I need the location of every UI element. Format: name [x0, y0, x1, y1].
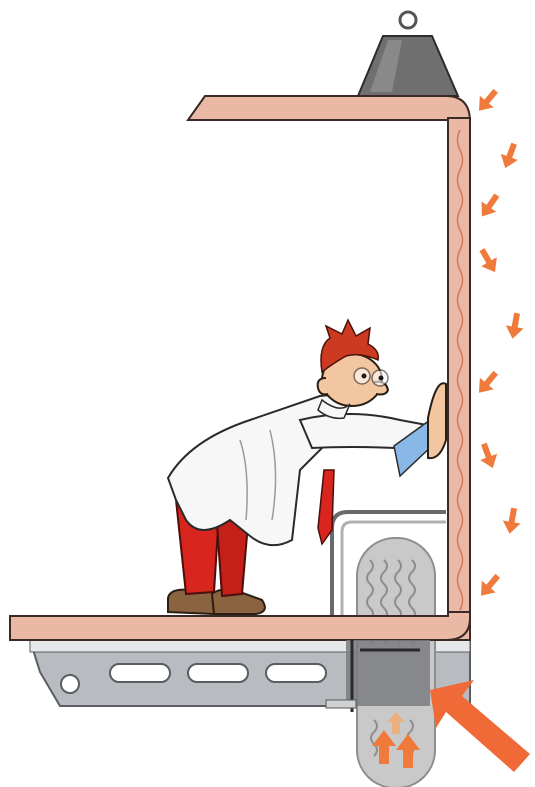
heat-arrow-icon	[474, 245, 503, 277]
heat-arrow-icon	[504, 312, 526, 341]
rail-slot	[266, 664, 326, 682]
panel-floor	[10, 612, 470, 640]
panel-roof	[188, 96, 470, 130]
rail-hole	[61, 675, 79, 693]
eye	[379, 376, 384, 381]
big-arrow-shape	[430, 680, 530, 772]
heat-arrow-icon	[472, 85, 503, 116]
hand	[428, 383, 446, 458]
big-arrow-icon	[430, 680, 530, 772]
heat-arrow-icon	[474, 570, 505, 601]
weight-icon	[358, 12, 458, 96]
eye	[362, 374, 367, 379]
heat-arrow-icon	[501, 507, 523, 536]
heat-arrow-icon	[472, 367, 503, 398]
weight-ring	[400, 12, 416, 28]
heat-arrow-icon	[475, 441, 501, 472]
heat-arrow-icon	[475, 190, 505, 222]
panel-wall	[448, 118, 470, 640]
heat-arrow-icon	[497, 141, 523, 172]
bracket-foot	[326, 700, 356, 708]
rail-slot	[188, 664, 248, 682]
rail-slot	[110, 664, 170, 682]
